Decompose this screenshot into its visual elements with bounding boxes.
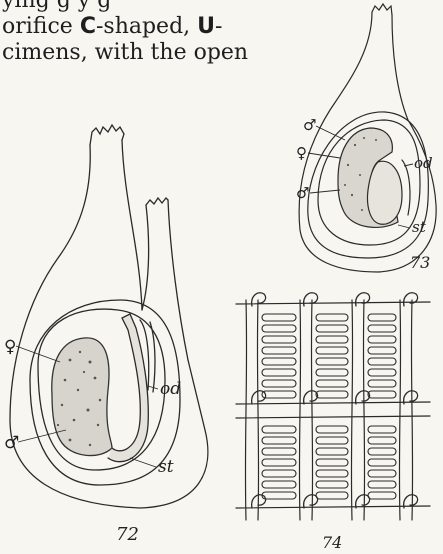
fig73-male-top-label: ♂ xyxy=(303,116,316,134)
fig74-cell xyxy=(316,470,348,477)
fig74-cell xyxy=(368,358,396,365)
fig74-cell xyxy=(368,437,396,444)
fig74-col-line-5 xyxy=(351,300,352,520)
fig74-cell xyxy=(368,347,396,354)
fig74-cell xyxy=(262,369,296,376)
fig72-outer-wall-right xyxy=(122,140,142,310)
fig73-st-label: st xyxy=(412,218,427,236)
fig72-top-edge xyxy=(90,125,124,145)
fig74-cell xyxy=(316,448,348,455)
fig74-cell xyxy=(368,426,396,433)
fig74-col-line-8 xyxy=(411,300,412,520)
fig74-cell xyxy=(316,492,348,499)
fig74-col-line-7 xyxy=(399,300,400,520)
fig74-col-line-6 xyxy=(363,300,364,520)
fig74-cell xyxy=(316,325,348,332)
fig74-cell xyxy=(262,448,296,455)
fig73-oviduct xyxy=(402,160,410,215)
fig74-rungs xyxy=(262,314,396,499)
fig74-col-line-2 xyxy=(257,300,258,520)
fig74-cell xyxy=(316,380,348,387)
fig74-cell xyxy=(262,314,296,321)
fig74-cell xyxy=(316,481,348,488)
fig74-band-1 xyxy=(236,302,430,304)
fig74-col-line-1 xyxy=(245,300,246,520)
figure-72 xyxy=(10,125,208,508)
fig74-cell xyxy=(262,336,296,343)
fig74-cell xyxy=(368,314,396,321)
fig72-male-label: ♂ xyxy=(4,433,19,453)
fig72-u-tube xyxy=(108,314,148,462)
fig74-band-4 xyxy=(236,506,430,508)
fig74-number: 74 xyxy=(322,533,342,552)
fig74-cell xyxy=(316,336,348,343)
fig73-male-bottom-label: ♂ xyxy=(296,184,309,202)
fig74-cell xyxy=(262,481,296,488)
fig74-cell xyxy=(262,426,296,433)
figure-74 xyxy=(236,300,430,520)
fig74-cell xyxy=(368,325,396,332)
fig72-number: 72 xyxy=(116,524,139,545)
fig74-band-3 xyxy=(236,416,430,418)
fig73-u-tube xyxy=(368,161,403,224)
fig74-cell xyxy=(316,358,348,365)
fig74-cell xyxy=(316,347,348,354)
fig72-stalk-top xyxy=(146,198,168,205)
fig74-cell xyxy=(262,325,296,332)
fig74-cell xyxy=(368,380,396,387)
fig74-cell xyxy=(368,369,396,376)
fig74-cell xyxy=(368,391,396,398)
fig72-ovary xyxy=(52,338,112,456)
fig74-cell xyxy=(316,314,348,321)
fig74-cell xyxy=(368,448,396,455)
fig73-top-edge xyxy=(372,4,392,15)
fig74-cell xyxy=(262,358,296,365)
fig74-cell xyxy=(316,426,348,433)
fig74-band-2 xyxy=(236,402,430,404)
fig74-cell xyxy=(262,437,296,444)
fig74-cell xyxy=(262,492,296,499)
fig74-cell xyxy=(316,369,348,376)
fig74-cell xyxy=(368,470,396,477)
fig74-cell xyxy=(368,492,396,499)
fig74-cell xyxy=(368,481,396,488)
fig72-stalk-left xyxy=(142,205,149,310)
fig74-cell xyxy=(262,459,296,466)
fig72-od-label: od xyxy=(160,379,181,399)
fig72-female-label: ♀ xyxy=(4,337,16,357)
fig74-cell xyxy=(262,391,296,398)
fig74-cell xyxy=(368,336,396,343)
fig72-st-label: st xyxy=(158,457,174,477)
fig73-female-label: ♀ xyxy=(296,144,307,162)
fig74-col-line-3 xyxy=(299,300,300,520)
fig74-cell xyxy=(316,459,348,466)
fig74-cell xyxy=(316,391,348,398)
fig74-cell xyxy=(262,380,296,387)
fig74-cell xyxy=(262,470,296,477)
fig74-cell xyxy=(368,459,396,466)
fig73-od-label: od xyxy=(414,154,433,172)
fig72-outer-wall xyxy=(10,145,208,508)
fig73-number: 73 xyxy=(410,253,430,272)
fig74-cell xyxy=(316,437,348,444)
fig74-col-line-4 xyxy=(311,300,312,520)
fig74-cell xyxy=(262,347,296,354)
